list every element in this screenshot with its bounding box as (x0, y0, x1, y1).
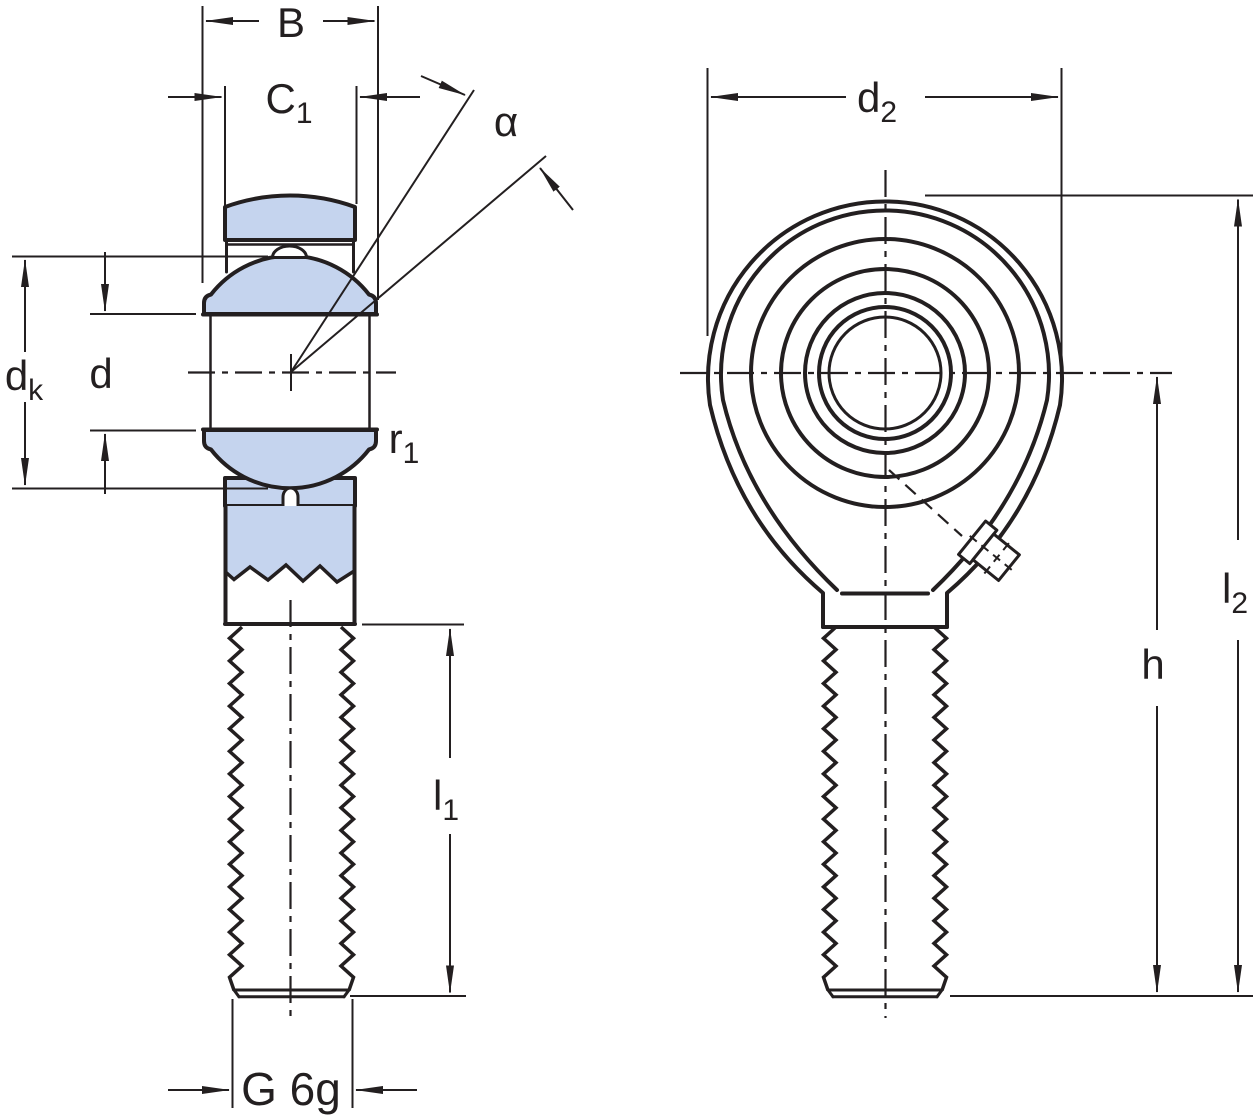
dim-label-d: d (89, 350, 112, 397)
dimensions-left-view: B C1 α dk (5, 0, 574, 1115)
head-body-section-fill (225, 506, 355, 582)
angle-arrow (420, 75, 466, 96)
head-inner-contour (719, 208, 1051, 592)
thread-profile-left (226, 625, 245, 991)
lubrication-nipple (957, 519, 1021, 582)
dimensions-right-view: d2 h l2 (706, 68, 1253, 997)
dim-label-r1: r1 (389, 415, 420, 470)
shank-end-corner-right (342, 988, 351, 999)
dimension-thread-designation: G 6g (168, 999, 417, 1115)
lubrication-hole-bottom (281, 486, 300, 509)
break-line (223, 562, 356, 585)
angle-ray-steep (290, 89, 475, 373)
dimension-ball-diameter: dk (5, 255, 268, 490)
shank-end-corner-left (232, 988, 241, 999)
shank-end-corner-right (935, 988, 944, 999)
dim-label-C1: C1 (265, 75, 312, 130)
ball-upper-section (202, 253, 378, 316)
lubrication-hole-top (271, 244, 308, 259)
thread-profile-right (338, 625, 357, 991)
dimension-thread-length: l1 (350, 623, 466, 997)
dim-label-B: B (277, 0, 305, 46)
dimension-head-diameter: d2 (706, 68, 1063, 392)
left-section-view (188, 193, 396, 1016)
angle-ray-shallow (290, 155, 547, 373)
dim-label-l1: l1 (433, 772, 459, 827)
dim-label-l2: l2 (1222, 565, 1248, 620)
nipple-axis-dashed-line (888, 469, 963, 537)
dim-label-dk: dk (5, 352, 44, 407)
dimension-center-height: h (950, 376, 1253, 997)
dim-label-d2: d2 (857, 74, 897, 129)
dimension-total-length: l2 (925, 194, 1253, 993)
dimension-bore-diameter: d (89, 252, 196, 494)
right-side-view (680, 170, 1172, 1018)
dim-label-h: h (1141, 641, 1164, 688)
shank-end-corner-left (826, 988, 835, 999)
outer-ring-top-section (223, 193, 357, 242)
dimension-misalignment-angle: α (290, 75, 574, 373)
dimension-housing-width: C1 (168, 75, 420, 206)
angle-arrow (539, 167, 574, 211)
thread-profile-left (820, 625, 839, 991)
dimension-ball-width: B (201, 0, 379, 300)
head-outer-contour (706, 199, 1064, 629)
dim-label-G6g: G 6g (241, 1063, 341, 1115)
thread-profile-right (931, 625, 950, 991)
dim-label-alpha: α (494, 98, 518, 145)
